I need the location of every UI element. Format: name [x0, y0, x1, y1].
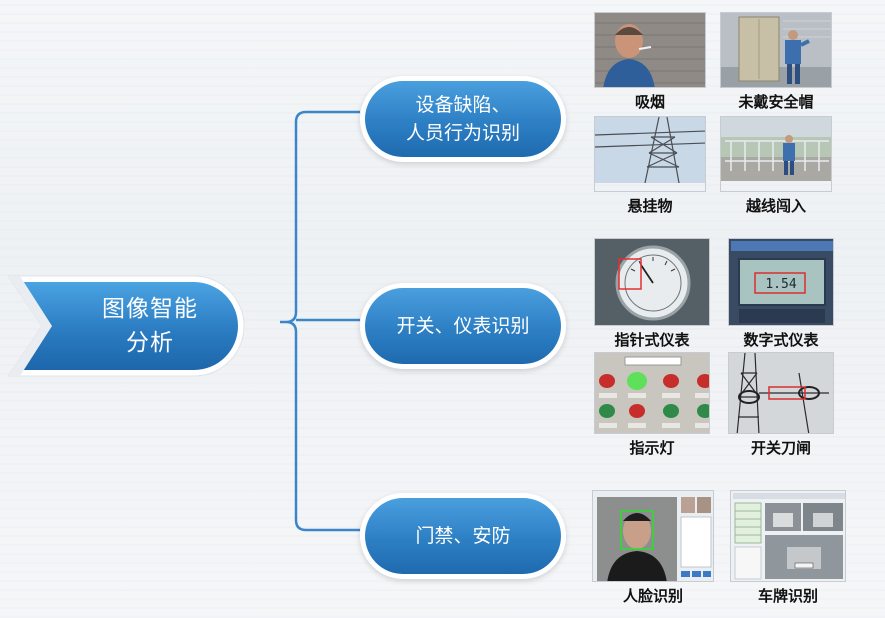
caption: 指示灯: [629, 439, 675, 457]
line-intrusion-photo: [720, 116, 832, 192]
hanging-object-photo: [594, 116, 706, 192]
category-access-security: 门禁、安防: [360, 493, 566, 579]
item-face-recognition: 人脸识别: [592, 490, 714, 606]
bracket-connector: [280, 110, 360, 532]
item-knife-switch: 开关刀闸: [728, 352, 834, 458]
item-smoking: 吸烟: [594, 12, 706, 112]
caption: 数字式仪表: [743, 331, 819, 349]
item-pointer-meter: 指针式仪表: [594, 238, 710, 350]
root-label: 图像智能 分析: [80, 292, 220, 362]
caption: 人脸识别: [622, 587, 683, 605]
indicator-light-photo: [594, 352, 710, 434]
face-recognition-photo: [592, 490, 714, 582]
category-defects-behavior: 设备缺陷、 人员行为识别: [360, 76, 566, 162]
category-label-line2: 人员行为识别: [405, 122, 520, 144]
caption: 开关刀闸: [750, 439, 811, 457]
caption: 悬挂物: [627, 197, 673, 215]
caption: 车牌识别: [757, 587, 818, 605]
root-arrow-shape: [8, 275, 245, 377]
item-line-intrusion: 越线闯入: [720, 116, 832, 216]
caption: 指针式仪表: [614, 331, 690, 349]
caption: 越线闯入: [745, 197, 806, 215]
digital-meter-photo: 1.54: [728, 238, 834, 326]
category-label: 门禁、安防: [415, 525, 511, 547]
category-switch-meter: 开关、仪表识别: [360, 283, 566, 369]
no-helmet-photo: [720, 12, 832, 88]
item-hanging-object: 悬挂物: [594, 116, 706, 216]
digital-meter-value: 1.54: [765, 277, 796, 292]
item-plate-recognition: 车牌识别: [730, 490, 846, 606]
root-label-line1: 图像智能: [102, 296, 198, 322]
category-label: 开关、仪表识别: [396, 315, 530, 337]
smoking-photo: [594, 12, 706, 88]
item-digital-meter: 1.54 数字式仪表: [728, 238, 834, 350]
plate-recognition-photo: [730, 490, 846, 582]
root-label-line2: 分析: [126, 330, 174, 356]
caption: 未戴安全帽: [738, 93, 814, 111]
caption: 吸烟: [634, 93, 665, 111]
category-label-line1: 设备缺陷、: [415, 94, 511, 116]
knife-switch-photo: [728, 352, 834, 434]
pointer-meter-photo: [594, 238, 710, 326]
root-node: 图像智能 分析: [8, 274, 246, 378]
item-no-helmet: 未戴安全帽: [720, 12, 832, 112]
item-indicator-light: 指示灯: [594, 352, 710, 458]
